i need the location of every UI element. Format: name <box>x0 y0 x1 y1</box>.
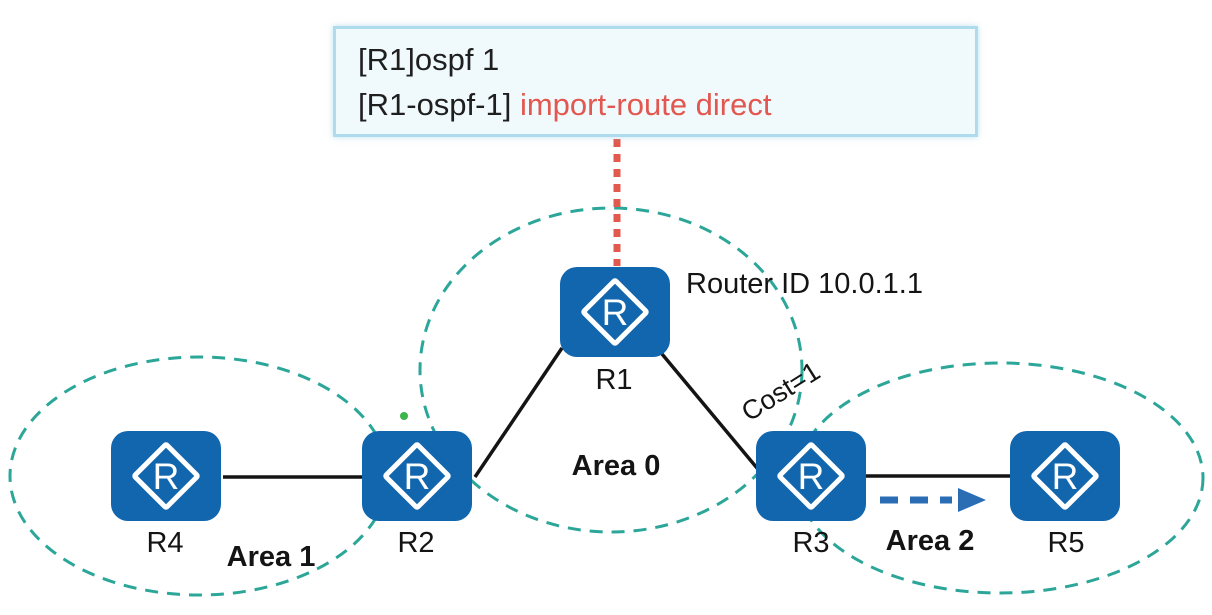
router-glyph: R <box>797 456 825 497</box>
area1-label: Area 1 <box>226 541 316 573</box>
traffic-arrow-head-icon <box>958 488 986 512</box>
config-line-2: [R1-ospf-1] import-route direct <box>358 82 975 127</box>
router-r3-icon: R <box>756 431 866 521</box>
router-r4-label: R4 <box>146 527 184 559</box>
config-callout-box: [R1]ospf 1 [R1-ospf-1] import-route dire… <box>333 26 978 137</box>
stray-green-dot <box>400 412 408 420</box>
router-glyph: R <box>601 292 629 333</box>
router-glyph: R <box>1051 456 1079 497</box>
router-glyph: R <box>152 456 180 497</box>
link-r2-r1 <box>473 347 564 478</box>
router-id-label: Router ID 10.0.1.1 <box>686 268 923 300</box>
router-r2-icon: R <box>362 431 472 521</box>
router-r5-icon: R <box>1010 431 1120 521</box>
link-r1-r3 <box>655 346 764 476</box>
config-line-2-command: import-route direct <box>519 87 772 122</box>
router-glyph: R <box>403 456 431 497</box>
area0-label: Area 0 <box>571 450 661 482</box>
router-r3-label: R3 <box>792 527 830 559</box>
router-r5-label: R5 <box>1047 527 1085 559</box>
router-r2-label: R2 <box>397 527 435 559</box>
config-line-1: [R1]ospf 1 <box>358 42 500 77</box>
config-line-2-prefix: [R1-ospf-1] <box>358 87 520 122</box>
router-r1-icon: R <box>560 267 670 357</box>
router-r4-icon: R <box>111 431 221 521</box>
area0-boundary-ellipse <box>418 206 804 534</box>
area2-label: Area 2 <box>885 525 975 557</box>
router-r1-label: R1 <box>595 364 633 396</box>
